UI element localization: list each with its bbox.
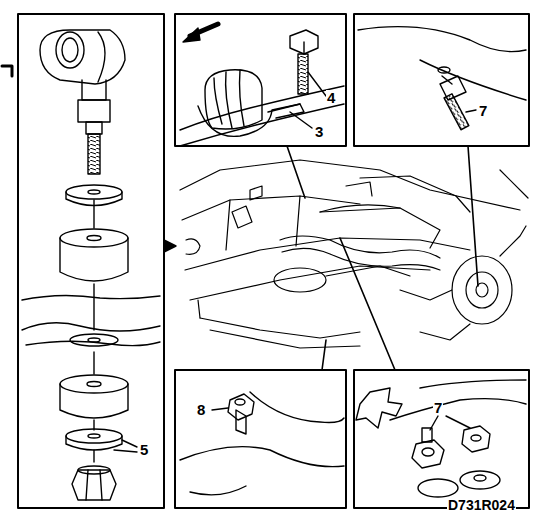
callout-number: 3	[314, 124, 324, 139]
callout-number: 8	[196, 402, 206, 417]
callout-number: 7	[433, 400, 443, 415]
callout-number: 7	[478, 103, 488, 118]
callout-number: 5	[139, 442, 149, 457]
callout-number: 4	[326, 90, 336, 105]
figure-code: D731R024	[447, 498, 516, 512]
